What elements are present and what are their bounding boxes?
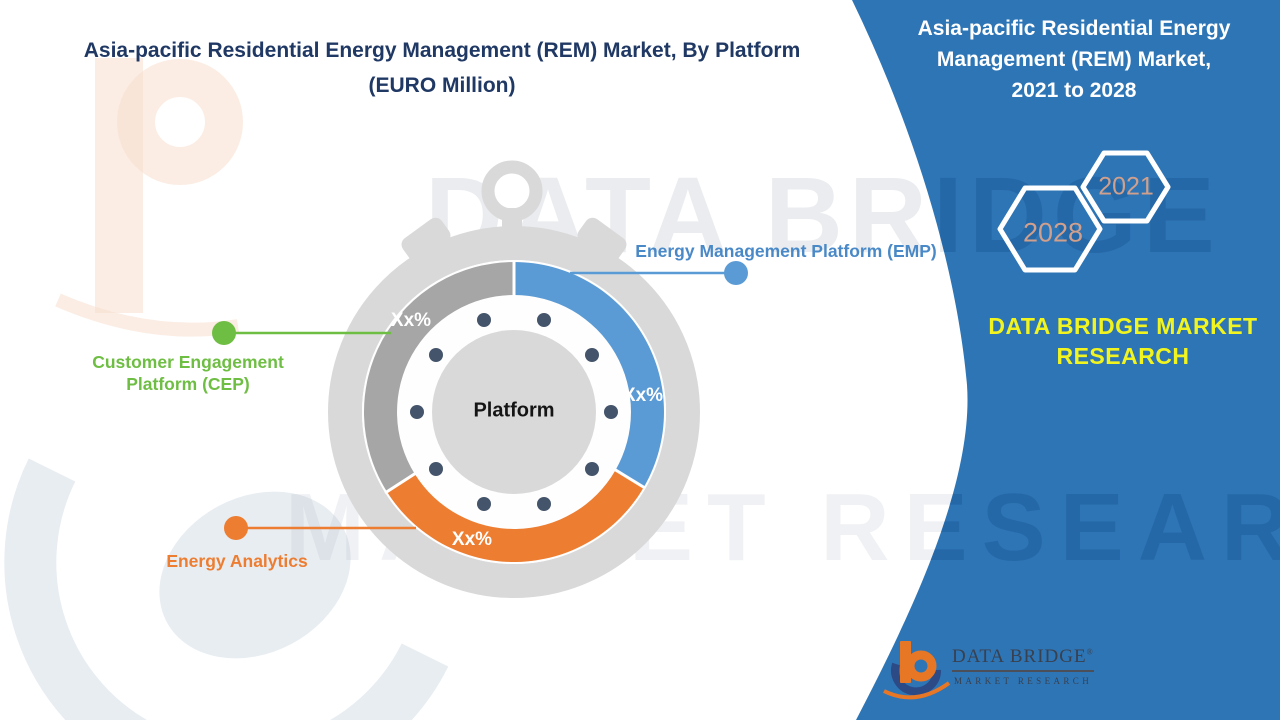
- emp-leader-dot: [724, 261, 748, 285]
- segment-separator: [384, 471, 417, 495]
- tick-dot: [477, 313, 491, 327]
- analytics-callout-label: Energy Analytics: [166, 551, 308, 571]
- cep-leader-dot: [212, 321, 236, 345]
- registered-trademark: ®: [1086, 647, 1094, 657]
- segment-separator: [613, 467, 646, 490]
- brand-text: DATA BRIDGE MARKET RESEARCH: [970, 311, 1276, 371]
- analytics-percent-label: Xx%: [451, 529, 493, 550]
- tick-dot: [429, 462, 443, 476]
- databridge-logo-mark: [883, 641, 951, 700]
- chart-title-line1: Asia-pacific Residential Energy Manageme…: [83, 39, 801, 62]
- segment-cep: [363, 262, 514, 492]
- segment-emp: [514, 262, 664, 487]
- stopwatch-inner-dial: [432, 330, 596, 494]
- callout-connectors: [212, 261, 748, 540]
- logo-underline-swoosh: [883, 681, 951, 700]
- right-panel-title: Asia-pacific Residential Energy Manageme…: [898, 13, 1250, 106]
- blue-panel: [852, 0, 1280, 720]
- cep-callout-label-line1: Customer Engagement: [92, 352, 284, 372]
- segment-energy-analytics: [386, 470, 644, 562]
- chart-title-line2: (EURO Million): [368, 74, 516, 97]
- logo-d-swoosh: [891, 662, 942, 696]
- emp-percent-label: Xx%: [622, 385, 664, 406]
- right-panel-title-line3: 2021 to 2028: [1011, 79, 1137, 102]
- logo-wordmark: DATA BRIDGE®: [952, 646, 1094, 672]
- logo-subtitle: MARKET RESEARCH: [954, 676, 1093, 686]
- stopwatch-left-button: [401, 217, 451, 263]
- tick-dot: [537, 497, 551, 511]
- tick-dot: [585, 462, 599, 476]
- stopwatch-right-button: [577, 217, 627, 263]
- tick-dot: [477, 497, 491, 511]
- analytics-leader-dot: [224, 516, 248, 540]
- stopwatch-chart: [328, 160, 700, 598]
- hexagon-2021: [1080, 150, 1171, 224]
- stopwatch-body-ring: [328, 226, 700, 598]
- brand-text-line1: DATA BRIDGE MARKET: [988, 313, 1258, 339]
- cep-percent-label: Xx%: [390, 310, 432, 331]
- tick-dot: [537, 313, 551, 327]
- chart-center-label: Platform: [473, 399, 555, 422]
- hexagon-2028: [997, 185, 1103, 273]
- tick-dot: [604, 405, 618, 419]
- tick-dot: [410, 405, 424, 419]
- hexagon-2021-label: 2021: [1098, 172, 1154, 201]
- chart-title: Asia-pacific Residential Energy Manageme…: [42, 33, 842, 103]
- right-panel-title-line2: Management (REM) Market,: [936, 48, 1212, 71]
- tick-dot: [429, 348, 443, 362]
- tick-dots: [410, 313, 618, 511]
- hexagon-2028-label: 2028: [1022, 217, 1084, 248]
- emp-callout-label: Energy Management Platform (EMP): [635, 241, 937, 261]
- cep-callout-label-line2: Platform (CEP): [126, 374, 250, 394]
- tick-dot: [585, 348, 599, 362]
- right-panel-title-line1: Asia-pacific Residential Energy: [917, 17, 1231, 40]
- brand-text-line2: RESEARCH: [1056, 343, 1190, 369]
- logo-b-bowl: [905, 650, 937, 682]
- year-hexagons: [997, 150, 1171, 273]
- cep-callout-label: Customer Engagement Platform (CEP): [92, 351, 284, 395]
- logo-wordmark-text: DATA BRIDGE: [952, 646, 1087, 667]
